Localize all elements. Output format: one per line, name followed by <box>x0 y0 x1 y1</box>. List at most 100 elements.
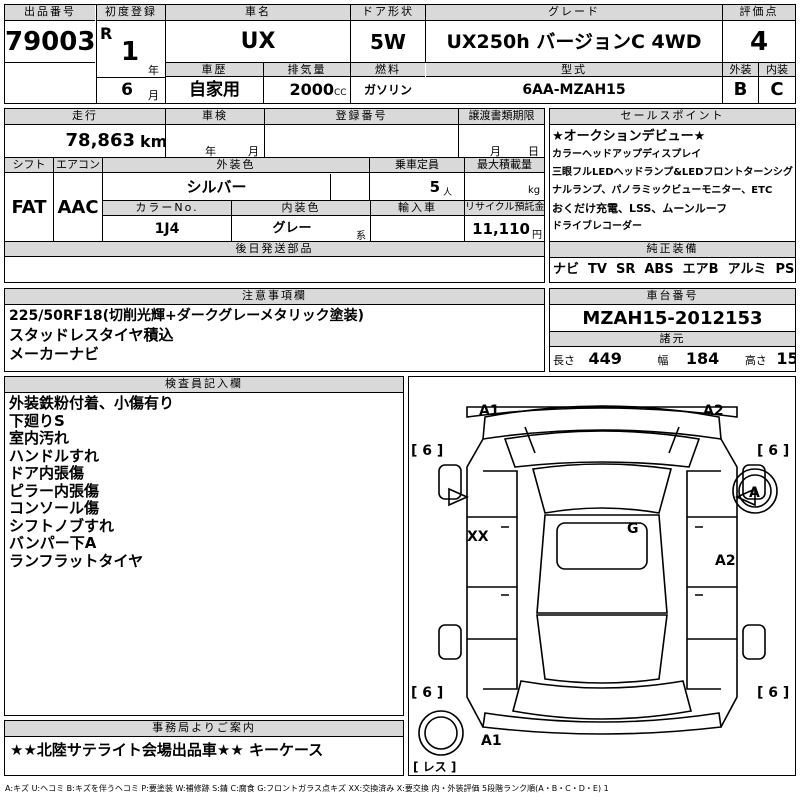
mark-front-left: A1 <box>479 403 500 419</box>
grade-value: UX250h バージョンC 4WD <box>446 31 702 53</box>
inspector-box <box>4 376 404 716</box>
left-mirror-outline <box>448 487 469 507</box>
km-unit: km <box>140 132 168 151</box>
aircon-value: AAC <box>57 197 99 218</box>
mark-rear: A1 <box>481 733 502 749</box>
mark-tire-rl: [ 6 ] <box>411 685 443 701</box>
color-no-header: カラーNo. <box>103 201 231 216</box>
width-label: 幅 <box>657 354 669 367</box>
shaken-header: 車検 <box>166 109 264 125</box>
equipment-list: ナビ TV SR ABS エアB アルミ PS PW <box>553 259 795 281</box>
interior-grade: C <box>770 79 784 100</box>
mark-tire-fl: [ 6 ] <box>411 443 443 459</box>
office-box <box>4 720 404 776</box>
left-side-outline <box>466 438 484 728</box>
right-mirror-outline <box>735 487 756 507</box>
header-table <box>4 4 796 104</box>
interior-header: 内装 <box>759 63 795 77</box>
sales-point-line: ナルランプ、パノラミックビューモニター、ETC <box>552 185 773 196</box>
note-line: 225/50RF18(切削光輝+ダークグレーメタリック塗装) <box>9 308 365 324</box>
shaken-month-unit: 月 <box>248 145 259 158</box>
spare-wheel-right <box>732 468 778 514</box>
sales-point-header: セールスポイント <box>550 109 795 125</box>
capacity-value: 5 <box>429 178 440 196</box>
inspector-line: コンソール傷 <box>9 499 100 517</box>
history-value: 自家用 <box>189 80 240 100</box>
mark-spare: [ レス ] <box>413 760 456 774</box>
inspector-notes: 外装鉄粉付着、小傷有り 下廻りS 室内汚れ ハンドルすれ ドア内張傷 ピラー内張… <box>9 395 399 713</box>
lot-no-value: 79003 <box>5 27 95 57</box>
inspector-line: 下廻りS <box>9 411 65 430</box>
chassis-header: 車台番号 <box>550 289 795 305</box>
kg-unit: kg <box>528 185 541 196</box>
rear-bumper-outline <box>482 712 722 735</box>
mark-right-side: A2 <box>715 553 736 569</box>
fuel-header: 燃料 <box>351 63 425 77</box>
spare-wheel-left <box>418 710 464 756</box>
lot-no-blank <box>5 62 95 102</box>
front-bumper-outline <box>466 406 738 418</box>
sales-point-list: ★オークションデビュー★ カラーヘッドアップディスプレイ 三眼フルLEDヘッドラ… <box>552 128 795 240</box>
import-header: 輸入車 <box>371 201 464 216</box>
inspector-line: 室内汚れ <box>9 429 70 447</box>
mark-left-side: XX <box>467 529 489 545</box>
displacement-header: 排気量 <box>264 63 350 77</box>
cc-unit: CC <box>334 88 347 98</box>
length-value: 449 <box>588 349 622 368</box>
ext-color-header: 外装色 <box>103 158 369 173</box>
aircon-header: エアコン <box>54 158 102 173</box>
person-unit: 人 <box>443 188 453 198</box>
car-name-value: UX <box>240 29 276 54</box>
yen-unit: 円 <box>532 230 542 241</box>
inspector-line: ランフラットタイヤ <box>9 551 144 570</box>
tire-rl-outline <box>438 624 462 660</box>
tire-fr-outline <box>742 464 766 500</box>
inspector-line: ピラー内張傷 <box>9 481 100 500</box>
capacity-header: 乗車定員 <box>370 158 464 173</box>
mark-tire-fr: [ 6 ] <box>757 443 789 459</box>
color-no-value: 1J4 <box>154 221 180 237</box>
month-unit: 月 <box>148 89 159 102</box>
score-header: 評価点 <box>723 5 795 21</box>
tire-fl-outline <box>438 464 462 500</box>
transfer-header: 譲渡書類期限 <box>459 109 544 125</box>
mark-tire-rr: [ 6 ] <box>757 685 789 701</box>
door-value: 5W <box>370 30 406 54</box>
later-parts-header: 後日発送部品 <box>5 242 544 257</box>
first-reg-header: 初度登録 <box>97 5 165 21</box>
windshield-outline <box>531 463 673 514</box>
height-label: 高さ <box>744 354 767 367</box>
equipment-item: ABS <box>644 262 674 277</box>
dims-row: 長さ 449 幅 184 高さ 154 <box>553 348 795 370</box>
int-color-header: 内装色 <box>232 201 370 216</box>
sales-point-line: カラーヘッドアップディスプレイ <box>552 149 702 160</box>
month-value: 6 <box>121 80 133 100</box>
roof-outline <box>536 514 668 614</box>
door-header: ドア形状 <box>351 5 425 21</box>
equipment-item: PS <box>775 262 795 277</box>
shaken-year-unit: 年 <box>205 145 216 158</box>
inspector-header: 検査員記入欄 <box>5 377 403 393</box>
inspector-line: ハンドルすれ <box>9 446 100 465</box>
mileage-table <box>4 108 545 283</box>
chassis-box <box>549 288 796 372</box>
exterior-grade: B <box>733 79 748 100</box>
sales-point-line: 三眼フルLEDヘッドランプ&LEDフロントターンシグ <box>552 167 793 178</box>
car-diagram: A1 A2 [ 6 ] [ 6 ] A XX G A2 [ 6 ] [ 6 ] … <box>411 403 789 774</box>
rear-glass-outline <box>536 614 668 684</box>
inspector-line: ドア内張傷 <box>9 464 85 482</box>
equipment-item: TV <box>588 262 607 277</box>
recycle-value: 11,110 <box>472 220 530 238</box>
notes-header: 注意事項欄 <box>5 289 544 305</box>
front-outline <box>482 405 722 440</box>
sales-point-line: おくだけ充電、LSS、ムーンルーフ <box>552 202 728 215</box>
model-header: 型式 <box>426 63 722 77</box>
max-load-header: 最大積載量 <box>465 158 544 173</box>
equipment-item: アルミ <box>727 262 767 277</box>
equipment-item: エアB <box>682 262 719 277</box>
transfer-month-unit: 月 <box>490 145 501 158</box>
tire-rr-outline <box>742 624 766 660</box>
lot-no-header: 出品番号 <box>5 5 95 21</box>
chassis-value: MZAH15-2012153 <box>582 308 763 329</box>
length-label: 長さ <box>553 354 575 367</box>
